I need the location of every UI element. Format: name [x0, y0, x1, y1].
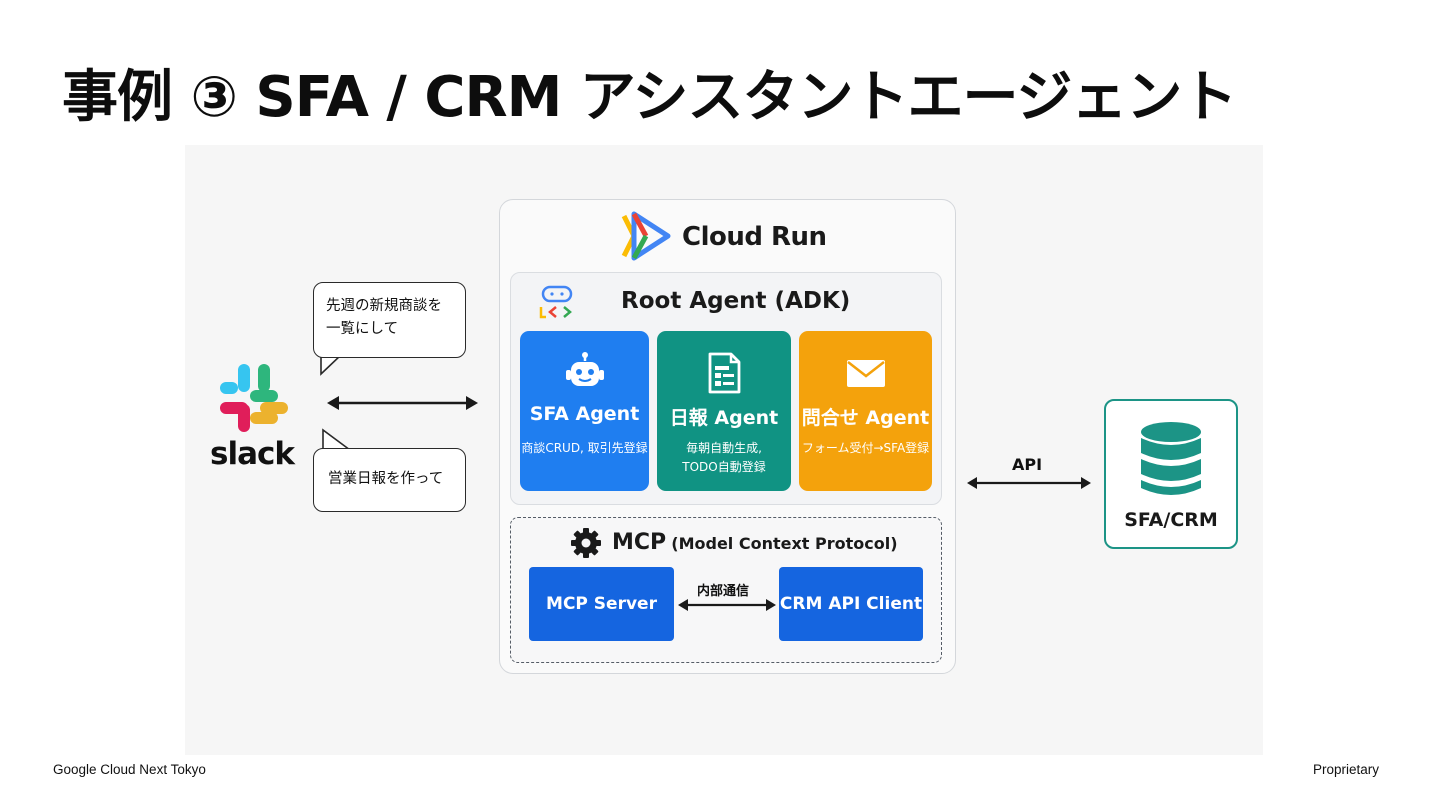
adk-icon [539, 285, 573, 319]
slack-wordmark: slack [210, 436, 295, 472]
slide-title: 事例 ③ SFA / CRM アシスタントエージェント [62, 65, 1237, 130]
slack-cloudrun-arrow [327, 396, 478, 410]
mcp-title: MCP [612, 530, 667, 555]
crm-api-client-label: CRM API Client [779, 594, 923, 614]
footer-proprietary: Proprietary [1313, 762, 1380, 777]
mcp-server-label: MCP Server [546, 594, 657, 614]
internal-link-label: 内部通信 [697, 584, 750, 599]
envelope-icon [846, 360, 885, 387]
crm-api-client-box: CRM API Client [779, 567, 923, 641]
cloud-run-label: Cloud Run [682, 222, 827, 252]
gear-icon [571, 528, 601, 558]
chat-bubble-request-2: 営業日報を作って [313, 448, 466, 512]
api-label: API [1012, 455, 1043, 474]
chat-bubble-request-1: 先週の新規商談を 一覧にして [313, 282, 466, 358]
api-arrow [967, 477, 1091, 489]
sfa-crm-label: SFA/CRM [1124, 509, 1218, 531]
slack-logo-icon [220, 364, 288, 432]
inquiry-agent-card: 問合せ Agent フォーム受付→SFA登録 [799, 331, 932, 491]
sfa-agent-name: SFA Agent [529, 403, 640, 425]
sfa-agent-card: SFA Agent 商談CRUD, 取引先登録 [520, 331, 649, 491]
inquiry-agent-name: 問合せ Agent [801, 407, 930, 429]
mcp-subtitle: (Model Context Protocol) [671, 534, 898, 553]
chat-bubble-text: 営業日報を作って [328, 471, 444, 487]
mcp-server-box: MCP Server [529, 567, 674, 641]
sfa-agent-description: 商談CRUD, 取引先登録 [521, 441, 648, 455]
root-agent-label: Root Agent (ADK) [621, 288, 851, 314]
mcp-label: MCP (Model Context Protocol) [612, 530, 898, 555]
nippo-agent-card: 日報 Agent 毎朝自動生成, TODO自動登録 [657, 331, 791, 491]
robot-icon [565, 352, 604, 386]
inquiry-agent-description: フォーム受付→SFA登録 [801, 441, 930, 455]
document-icon [708, 352, 741, 394]
chat-bubble-text: 先週の新規商談を 一覧にして [326, 298, 442, 337]
mcp-internal-arrow [678, 599, 776, 611]
footer-event-name: Google Cloud Next Tokyo [53, 762, 206, 777]
cloud-run-icon [621, 211, 671, 261]
nippo-agent-description: 毎朝自動生成, TODO自動登録 [682, 441, 766, 474]
database-icon [1141, 422, 1201, 495]
nippo-agent-name: 日報 Agent [669, 407, 779, 429]
